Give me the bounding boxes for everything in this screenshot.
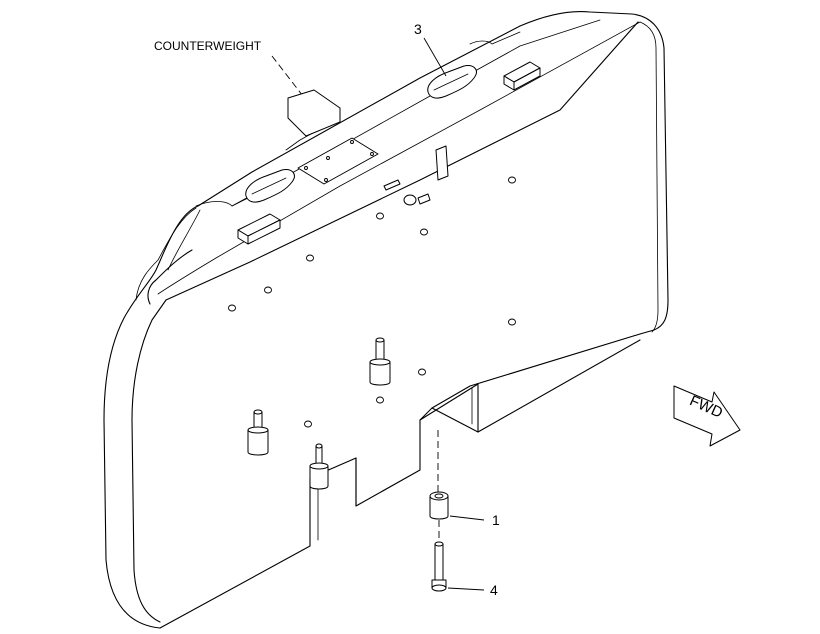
counterweight-label: COUNTERWEIGHT: [154, 39, 262, 53]
fastener-stack: [429, 430, 449, 592]
locating-pin-bracket: [309, 443, 329, 490]
tie-down-block-right: [503, 61, 541, 91]
callout-3: 3: [414, 21, 447, 77]
locating-pin-upper: [369, 337, 391, 386]
locating-pins: [247, 337, 391, 490]
bolt-part-4: [431, 541, 447, 592]
callout-number-1: 1: [492, 512, 500, 528]
lifting-slot-right: [427, 65, 477, 99]
callout-1: 1: [449, 512, 500, 528]
locating-pin-lower: [247, 409, 269, 456]
mounting-bracket: [309, 333, 641, 547]
callout-number-3: 3: [414, 21, 422, 37]
top-features: [383, 145, 449, 206]
tie-down-block-left: [237, 213, 281, 245]
counterweight-body: [103, 11, 669, 629]
counterweight-callout: COUNTERWEIGHT: [154, 39, 341, 137]
lifting-slot-left: [245, 169, 295, 203]
spacer-part-1: [429, 491, 449, 520]
callout-4: 4: [447, 582, 498, 598]
cover-plate: [297, 137, 379, 185]
callout-number-4: 4: [490, 582, 498, 598]
fwd-arrow: FWD: [673, 385, 741, 447]
lifting-slots: [237, 61, 541, 245]
mounting-holes: [228, 176, 516, 428]
